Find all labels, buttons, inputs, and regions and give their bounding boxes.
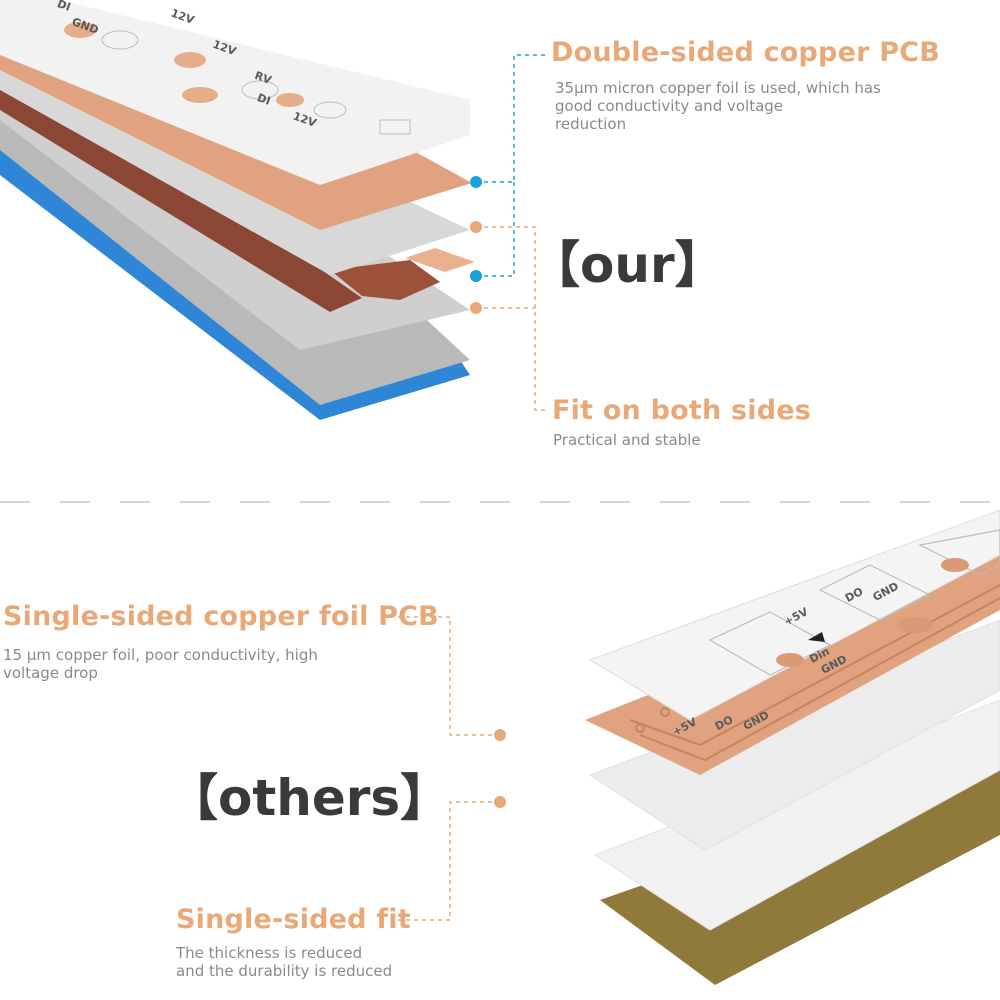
description-line: and the durability is reduced (176, 962, 393, 980)
description-line: good conductivity and voltage (555, 97, 784, 115)
others-arrow (808, 632, 825, 642)
single-sided-pcb-description: 15 μm copper foil, poor conductivity, hi… (3, 646, 318, 682)
strip-label: DI (55, 0, 72, 14)
blue-callout-line (476, 54, 545, 183)
description-line: reduction (555, 115, 627, 133)
blue-dot (470, 270, 482, 282)
description-line: The thickness is reduced (176, 944, 363, 962)
our-label: 【our】 (530, 236, 725, 294)
orange-dot (494, 796, 506, 808)
description-line: 35μm micron copper foil is used, which h… (555, 79, 881, 97)
strip-label: RV (253, 69, 274, 87)
others-label: 【others】 (168, 769, 451, 827)
others-white-pcb-layer (588, 509, 1000, 721)
single-sided-fit-title: Single-sided fit (176, 904, 411, 935)
double-sided-pcb-title: Double-sided copper PCB (551, 37, 940, 68)
orange-dot (494, 729, 506, 741)
fit-both-sides-description: Practical and stable (553, 431, 701, 449)
orange-dot (470, 302, 482, 314)
blue-callout-line-2 (476, 182, 515, 277)
strip-label: DI (255, 91, 272, 108)
others-copper-pads (776, 558, 969, 667)
orange-dot (470, 221, 482, 233)
our-callout-lines (476, 54, 548, 411)
our-copper-pad (405, 248, 475, 272)
others-copper-traces (629, 584, 1000, 762)
our-white-pcb-layer (0, 0, 470, 185)
orange-callout-line (398, 801, 500, 921)
fit-both-sides-title: Fit on both sides (552, 395, 812, 426)
orange-callout-line (476, 226, 548, 411)
our-pcb-print (101, 30, 411, 135)
strip-label: 12V (169, 7, 196, 28)
single-sided-pcb-title: Single-sided copper foil PCB (3, 601, 439, 632)
double-sided-pcb-description: 35μm micron copper foil is used, which h… (555, 79, 881, 133)
description-line: 15 μm copper foil, poor conductivity, hi… (3, 646, 318, 664)
our-copper-pads (64, 22, 304, 107)
others-callout-lines (398, 616, 500, 921)
single-sided-fit-description: The thickness is reduced and the durabil… (176, 944, 392, 980)
orange-callout-line (398, 616, 500, 736)
blue-dot (470, 176, 482, 188)
our-dark-copper-layer-2 (330, 260, 440, 300)
description-line: voltage drop (3, 664, 98, 682)
